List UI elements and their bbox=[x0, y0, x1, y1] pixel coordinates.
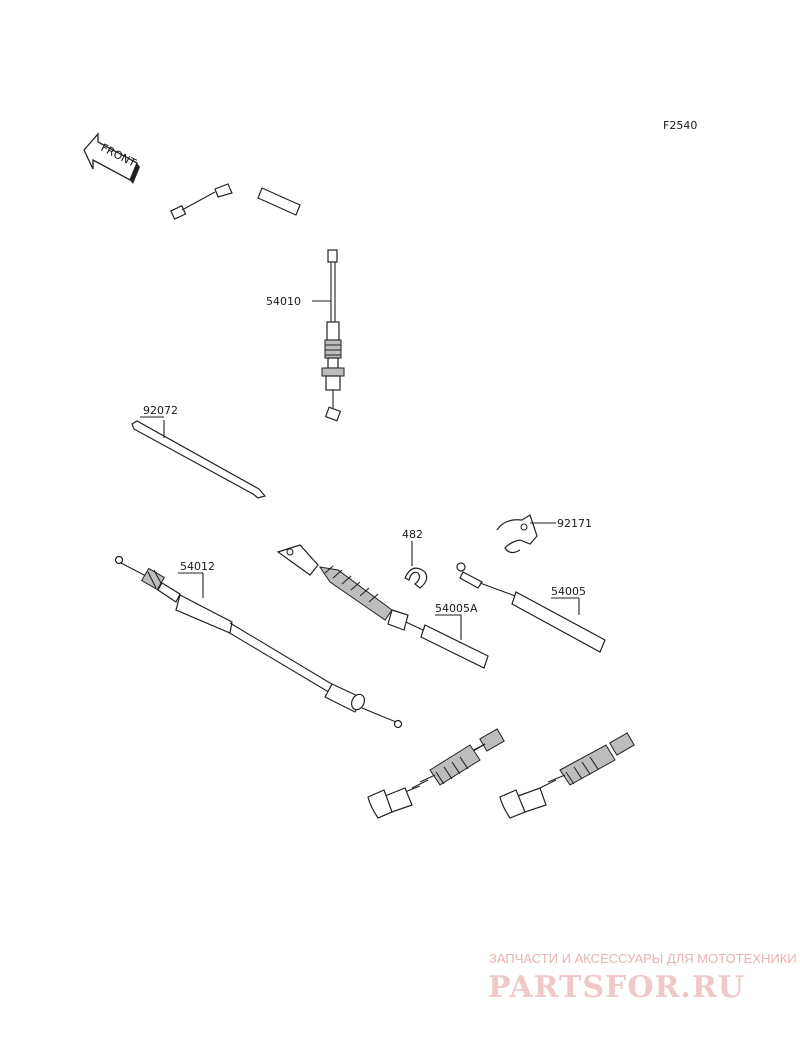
cable-54010: 54010 bbox=[170, 183, 345, 422]
clip-482: 482 bbox=[402, 528, 428, 589]
cable-54012: 54012 bbox=[114, 555, 403, 729]
callout-92072: 92072 bbox=[143, 404, 178, 417]
figure-code: F2540 bbox=[663, 119, 697, 132]
front-arrow-icon: FRONT bbox=[83, 132, 140, 184]
cable-54005A: 54005A bbox=[276, 544, 543, 819]
callout-54010: 54010 bbox=[266, 295, 301, 308]
callout-54005: 54005 bbox=[551, 585, 586, 598]
bracket-92171: 92171 bbox=[496, 514, 592, 554]
callout-54012: 54012 bbox=[180, 560, 215, 573]
cable-54005: 54005 bbox=[456, 562, 680, 819]
watermark-brand: PARTSFOR.RU bbox=[488, 970, 745, 1005]
callout-92171: 92171 bbox=[557, 517, 592, 530]
cable-tie-92072: 92072 bbox=[131, 404, 267, 499]
callout-54005A: 54005A bbox=[435, 602, 478, 615]
watermark-tagline: ЗАПЧАСТИ И АКСЕССУАРЫ ДЛЯ МОТОТЕХНИКИ bbox=[489, 951, 797, 966]
callout-482: 482 bbox=[402, 528, 423, 541]
watermark: ЗАПЧАСТИ И АКСЕССУАРЫ ДЛЯ МОТОТЕХНИКИ PA… bbox=[488, 951, 797, 1005]
